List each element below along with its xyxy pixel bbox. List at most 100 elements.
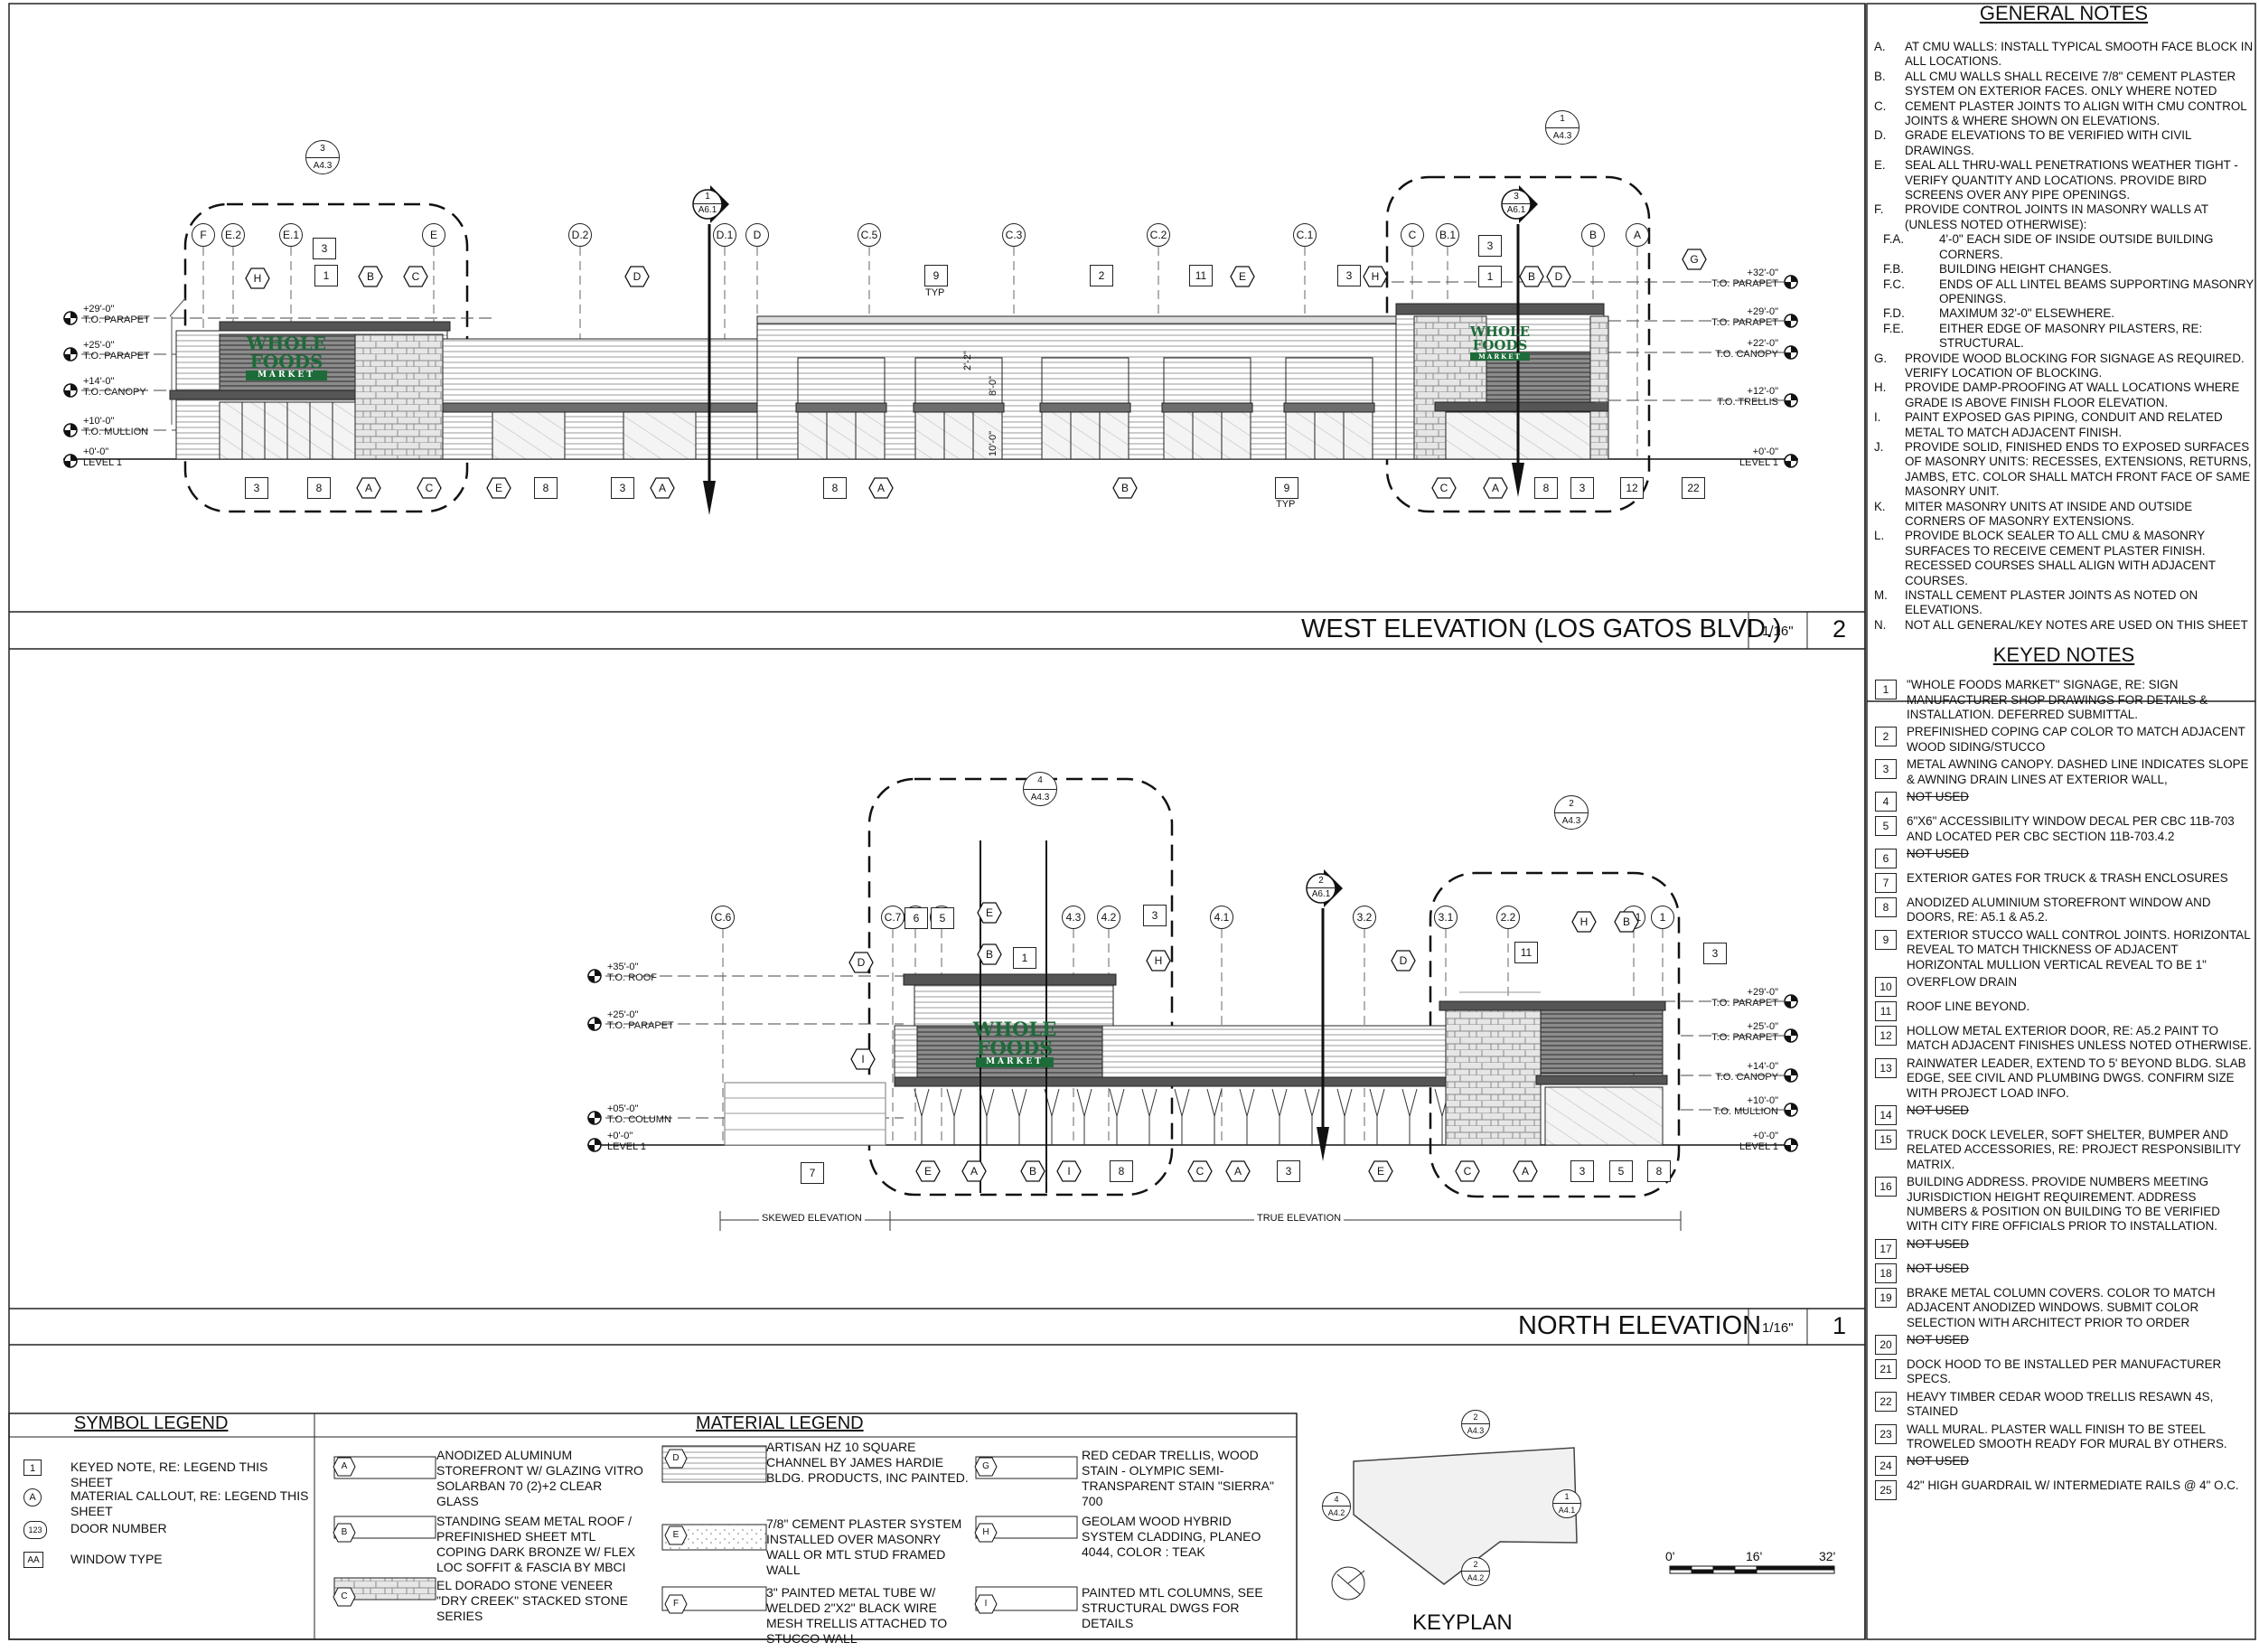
hexagon-icon [1546, 266, 1571, 287]
general-note: C.CEMENT PLASTER JOINTS TO ALIGN WITH CM… [1869, 99, 2254, 129]
grid-bubble: A [1626, 223, 1649, 247]
level-elevation: +0'-0" [83, 446, 109, 457]
keyed-note-text: RAINWATER LEADER, EXTEND TO 5' BEYOND BL… [1907, 1056, 2246, 1100]
keyed-note-callout: 3 [1570, 477, 1594, 499]
level-marker: +10'-0"T.O. MULLION [61, 416, 170, 445]
legend-symbol: A [23, 1488, 42, 1507]
grid-bubble: C.7 [881, 906, 905, 929]
callout-number: 3 [619, 482, 626, 494]
material-symbol-label: C [341, 1591, 348, 1601]
level-datum-icon [587, 1017, 602, 1031]
material-symbol-label: H [982, 1527, 989, 1537]
grid-bubble: C.6 [711, 906, 735, 929]
callout-letter: D [857, 956, 866, 969]
keyed-note-number: 14 [1875, 1104, 1897, 1125]
callout-number: 3 [1345, 269, 1353, 282]
level-name: LEVEL 1 [607, 1141, 647, 1152]
grid-bubble: 1 [1651, 906, 1674, 929]
general-notes-list: A.AT CMU WALLS: INSTALL TYPICAL SMOOTH F… [1869, 40, 2259, 633]
level-datum-icon [587, 1138, 602, 1152]
material-callout: B [1519, 266, 1544, 287]
grid-bubble: 2.2 [1496, 906, 1520, 929]
hexagon-icon [974, 1523, 998, 1543]
level-name: T.O. PARAPET [83, 351, 150, 361]
keyed-note-callout: 8 [1647, 1160, 1671, 1182]
callout-number: 3 [1151, 909, 1158, 922]
level-name: T.O. TRELLIS [1717, 397, 1778, 408]
general-note-text: PROVIDE SOLID, FINISHED ENDS TO EXPOSED … [1905, 439, 2252, 499]
level-marker: +0'-0"LEVEL 1 [586, 1131, 694, 1159]
general-note: F.A.4'-0" EACH SIDE OF INSIDE OUTSIDE BU… [1869, 232, 2254, 262]
material-text: PAINTED MTL COLUMNS, SEE STRUCTURAL DWGS… [1082, 1585, 1263, 1630]
keyed-note-number: 23 [1875, 1423, 1897, 1444]
keyed-note-text: BRAKE METAL COLUMN COVERS. COLOR TO MATC… [1907, 1285, 2216, 1329]
level-datum-icon [1784, 314, 1798, 328]
hexagon-icon [1391, 950, 1416, 971]
general-note: L.PROVIDE BLOCK SEALER TO ALL CMU & MASO… [1869, 529, 2254, 588]
level-datum-icon [63, 347, 78, 361]
general-note-letter: G. [1874, 351, 1888, 365]
legend-symbol-label: AA [27, 1555, 40, 1565]
material-legend-title: MATERIAL LEGEND [696, 1413, 864, 1433]
hexagon-icon [1483, 477, 1508, 499]
grid-bubble: 4.3 [1062, 906, 1085, 929]
callout-letter: C [1439, 482, 1448, 494]
material-callout: A [650, 477, 675, 499]
dim-label: 10'-0" [988, 430, 998, 456]
callout-number: 22 [1687, 482, 1700, 494]
west-signage-left: WHOLE FOODS MARKET [237, 334, 336, 380]
keyed-note-number: 2 [1875, 727, 1897, 747]
section-sheet: A6.1 [1311, 889, 1331, 899]
section-arrow-icon [1306, 869, 1343, 907]
legend-text: MATERIAL CALLOUT, RE: LEGEND THIS SHEET [70, 1488, 309, 1518]
keyed-note-number: 6 [1875, 848, 1897, 868]
material-symbol: I [974, 1594, 998, 1614]
level-marker: +32'-0"T.O. PARAPET [1692, 268, 1800, 296]
material-symbol-label: F [672, 1599, 680, 1609]
keyed-note-text: OVERFLOW DRAIN [1907, 974, 2018, 989]
material-callout: A [868, 477, 894, 499]
level-datum-icon [587, 969, 602, 983]
level-elevation: +29'-0" [1747, 306, 1778, 317]
callout-number: 3 [1285, 1165, 1292, 1178]
signage-word-1: WHOLE [972, 1018, 1057, 1040]
general-note-text: MITER MASONRY UNITS AT INSIDE AND OUTSID… [1905, 499, 2193, 528]
grid-label: D.1 [716, 229, 734, 241]
callout-number: 9 [933, 269, 940, 282]
grid-label: E.1 [282, 229, 299, 241]
level-name: T.O. CANOPY [1715, 349, 1778, 360]
keyed-note-number: 10 [1875, 976, 1897, 997]
callout-number: 8 [1118, 1165, 1125, 1178]
signage-word-1: WHOLE [246, 333, 327, 354]
callout-letter: H [1154, 954, 1163, 967]
material-symbol-label: A [341, 1461, 348, 1471]
north-elevation-drawing [587, 777, 1798, 1231]
callout-number: 11 [1195, 269, 1207, 282]
material-symbol: C [333, 1587, 356, 1607]
keyed-note-number: 19 [1875, 1287, 1897, 1308]
general-note-letter: C. [1874, 99, 1887, 113]
general-note-text: ENDS OF ALL LINTEL BEAMS SUPPORTING MASO… [1939, 277, 2254, 305]
general-note-letter: F.B. [1883, 262, 1905, 277]
material-callout: D [624, 266, 650, 287]
level-name: T.O. MULLION [1712, 1106, 1778, 1117]
hexagon-icon [1614, 911, 1639, 933]
material-callout: E [915, 1160, 941, 1182]
keyed-note-text: DOCK HOOD TO BE INSTALLED PER MANUFACTUR… [1907, 1357, 2222, 1386]
level-datum-icon [63, 454, 78, 468]
level-marker: +0'-0"LEVEL 1 [61, 446, 170, 475]
legend-text: DOOR NUMBER [70, 1521, 167, 1535]
level-elevation: +0'-0" [1752, 1131, 1778, 1141]
material-callout: H [1146, 950, 1171, 971]
hexagon-icon [333, 1523, 356, 1543]
callout-number: 8 [315, 482, 323, 494]
keyed-note-callout: 8 [307, 477, 331, 499]
dim-label: 2'-2" [962, 351, 973, 371]
general-note-letter: K. [1874, 499, 1886, 513]
callout-letter: H [1579, 915, 1589, 928]
level-elevation: +25'-0" [1747, 1021, 1778, 1032]
material-symbol-label: D [672, 1453, 680, 1463]
hexagon-icon [1225, 1160, 1251, 1182]
